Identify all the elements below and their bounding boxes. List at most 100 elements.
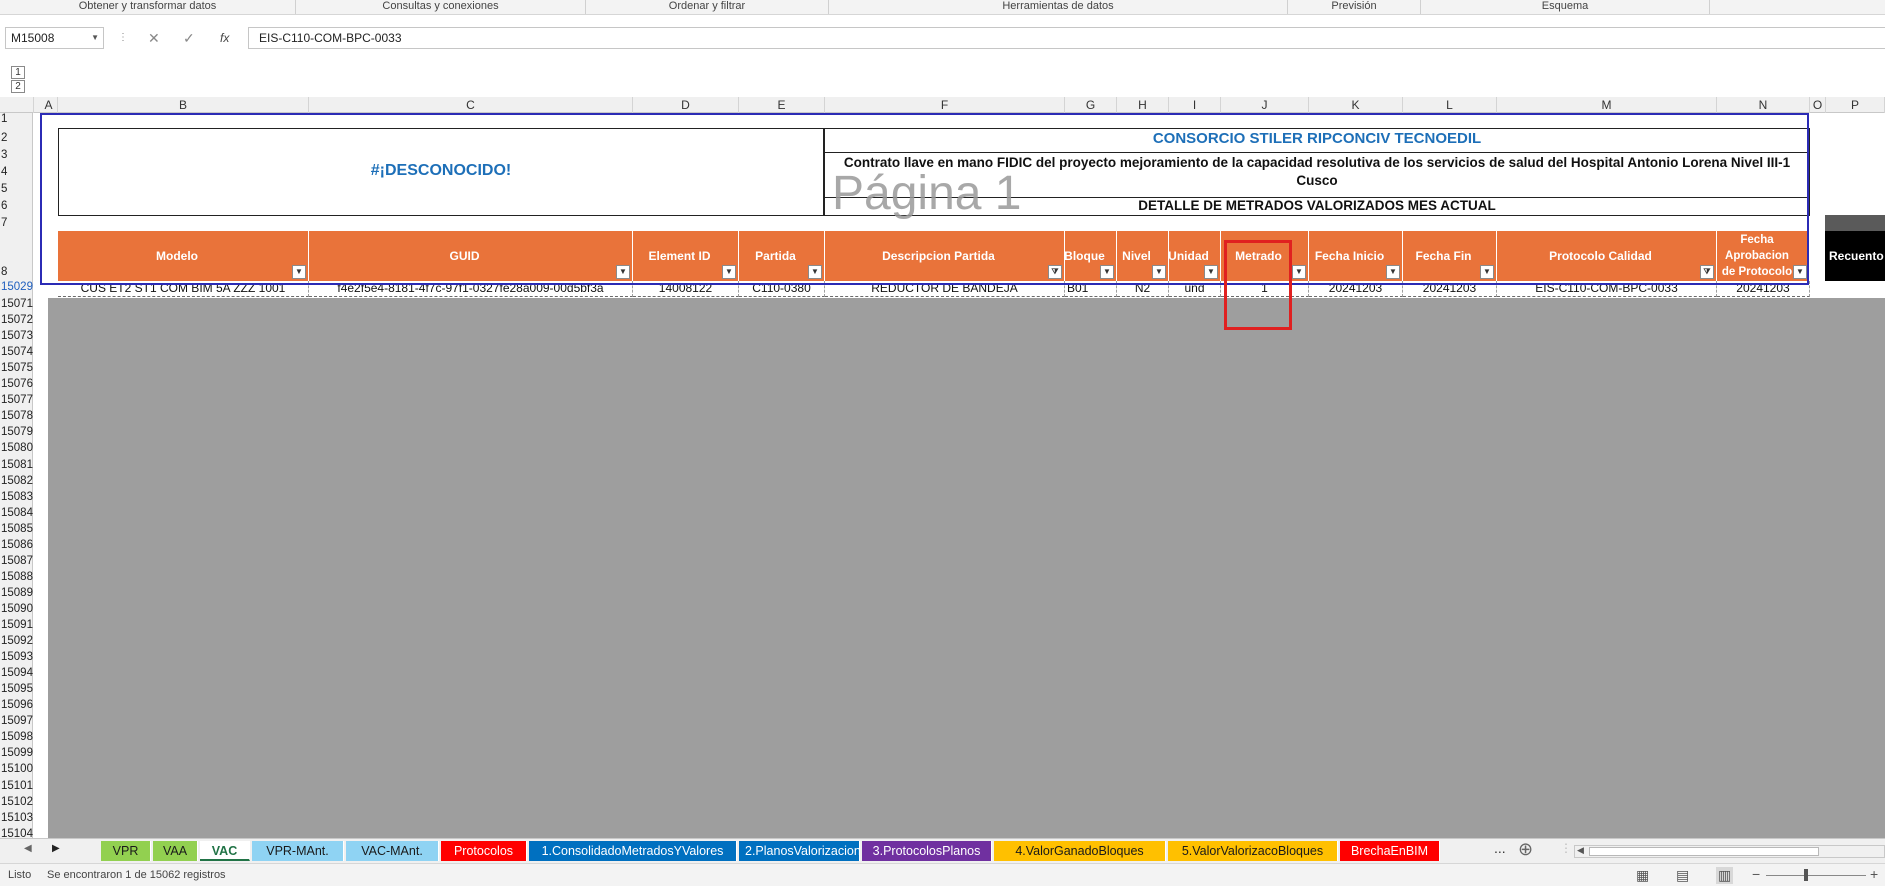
filter-dropdown-icon[interactable]: ▼ [1152,265,1166,279]
row-header[interactable]: 15079 [1,426,33,439]
cell-partida[interactable]: C110-0380 [739,281,825,297]
row-header[interactable]: 15081 [1,458,33,471]
outline-level-1-button[interactable]: 1 [11,66,25,79]
sheet-tab-vpr[interactable]: VPR [101,841,151,861]
filter-dropdown-icon[interactable]: ▼ [722,265,736,279]
row-header[interactable]: 8 [1,266,8,278]
row-header[interactable]: 3 [1,149,8,161]
cell-fecha-inicio[interactable]: 20241203 [1309,281,1403,297]
row-header[interactable]: 15075 [1,362,33,375]
column-header-b[interactable]: B [58,97,309,113]
normal-view-icon[interactable]: ▦ [1636,867,1650,883]
row-header[interactable]: 15085 [1,522,33,535]
ribbon-group-outline[interactable]: Esquema [1421,0,1710,14]
add-sheet-icon[interactable]: ⊕ [1518,839,1534,859]
header-element-id[interactable]: Element ID▼ [633,231,739,281]
company-title[interactable]: CONSORCIO STILER RIPCONCIV TECNOEDIL [1152,130,1482,147]
column-header-d[interactable]: D [633,97,739,113]
row-header[interactable]: 15082 [1,474,33,487]
row-header[interactable]: 15091 [1,619,33,631]
cancel-icon[interactable]: ✕ [148,30,160,46]
sheet-tab-2-planosvalorizacion[interactable]: 2.PlanosValorizacion [739,841,861,861]
header-fecha-aprobacion[interactable]: Fecha Aprobacion de Protocolo▼ [1717,231,1810,281]
filter-dropdown-icon[interactable]: ▼ [808,265,822,279]
row-header[interactable]: 4 [1,166,8,178]
filter-active-icon[interactable]: ⧩ [1048,265,1062,279]
ribbon-group-forecast[interactable]: Previsión [1288,0,1421,14]
row-header[interactable]: 15096 [1,699,33,712]
header-protocolo-calidad[interactable]: Protocolo Calidad⧩ [1497,231,1717,281]
header-fecha-inicio[interactable]: Fecha Inicio▼ [1309,231,1403,281]
detail-title[interactable]: DETALLE DE METRADOS VALORIZADOS MES ACTU… [1138,198,1496,213]
row-header[interactable]: 15093 [1,651,33,664]
scroll-left-icon[interactable]: ◀ [1577,845,1584,855]
column-header-l[interactable]: L [1403,97,1497,113]
cell-bloque[interactable]: B01 [1065,281,1117,297]
cell-metrado[interactable]: 1 [1221,281,1309,297]
row-header[interactable]: 15083 [1,490,33,503]
filter-dropdown-icon[interactable]: ▼ [1793,265,1807,279]
cell-modelo[interactable]: CUS ET2 ST1 COM BIM 5A ZZZ 1001 [58,281,309,297]
more-tabs-button[interactable]: ... [1494,840,1506,856]
row-header[interactable]: 15077 [1,394,33,407]
sheet-tab-1-consolidadometradosyvalores[interactable]: 1.ConsolidadoMetradosYValores [529,841,737,861]
row-header[interactable]: 15104 [1,827,33,840]
chevron-down-icon[interactable]: ▼ [91,33,99,42]
row-header[interactable]: 15086 [1,538,33,551]
enter-icon[interactable]: ✓ [183,30,195,46]
cell-guid[interactable]: f4e2f5e4-8181-4f7c-97f1-0327fe28a009-00d… [309,281,633,297]
insert-function-icon[interactable]: fx [220,31,230,45]
row-header[interactable]: 15090 [1,602,33,615]
row-header[interactable]: 15092 [1,635,33,648]
cell-unidad[interactable]: und [1169,281,1221,297]
row-header[interactable]: 15076 [1,378,33,391]
filter-dropdown-icon[interactable]: ▼ [1204,265,1218,279]
sheet-tab-4-valorganadobloques[interactable]: 4.ValorGanadoBloques [994,841,1166,861]
sheet-tab-3-protocolosplanos[interactable]: 3.ProtocolosPlanos [862,841,992,861]
row-header[interactable]: 15099 [1,747,33,760]
row-header[interactable]: 15097 [1,715,33,728]
row-header[interactable]: 15084 [1,506,33,519]
column-header-a[interactable]: A [40,97,58,113]
column-header-i[interactable]: I [1169,97,1221,113]
zoom-slider[interactable] [1766,875,1866,876]
zoom-in-button[interactable]: + [1870,866,1879,882]
column-header-m[interactable]: M [1497,97,1717,113]
ribbon-group-queries-connections[interactable]: Consultas y conexiones [296,0,586,14]
sheet-tab-vpr-mant[interactable]: VPR-MAnt. [252,841,344,861]
row-header[interactable]: 15074 [1,346,33,359]
filter-active-icon[interactable]: ⧩ [1700,265,1714,279]
cell-grid[interactable] [33,113,1885,838]
column-header-k[interactable]: K [1309,97,1403,113]
header-bloque[interactable]: Bloque▼ [1064,231,1117,281]
row-header[interactable]: 5 [1,183,8,195]
sheet-tab-vac[interactable]: VAC [200,841,250,861]
row-header[interactable]: 15094 [1,667,33,680]
column-header-e[interactable]: E [739,97,825,113]
row-header[interactable]: 15078 [1,410,33,423]
header-nivel[interactable]: Nivel▼ [1117,231,1169,281]
page-layout-view-icon[interactable]: ▤ [1676,867,1690,883]
filter-dropdown-icon[interactable]: ▼ [292,265,306,279]
row-header[interactable]: 15100 [1,763,33,776]
scrollbar-thumb[interactable] [1589,847,1819,856]
formula-input[interactable]: EIS-C110-COM-BPC-0033 [248,27,1885,49]
cell-protocolo[interactable]: EIS-C110-COM-BPC-0033 [1497,281,1717,297]
row-header[interactable]: 15088 [1,570,33,583]
header-metrado[interactable]: Metrado▼ [1221,231,1309,281]
row-header[interactable]: 15089 [1,586,33,599]
cell-descripcion[interactable]: REDUCTOR DE BANDEJA [825,281,1065,297]
tab-splitter[interactable]: ⋮ [1560,841,1572,855]
row-header[interactable]: 7 [1,217,8,229]
row-header[interactable]: 2 [1,132,8,144]
cell-nivel[interactable]: N2 [1117,281,1169,297]
row-header[interactable]: 15095 [1,683,33,696]
column-header-j[interactable]: J [1221,97,1309,113]
column-header-h[interactable]: H [1117,97,1169,113]
row-header[interactable]: 15103 [1,811,33,824]
column-header-n[interactable]: N [1717,97,1810,113]
header-unidad[interactable]: Unidad▼ [1168,231,1221,281]
cell-element-id[interactable]: 14008122 [633,281,739,297]
row-header[interactable]: 15080 [1,442,33,455]
outline-level-2-button[interactable]: 2 [11,80,25,93]
